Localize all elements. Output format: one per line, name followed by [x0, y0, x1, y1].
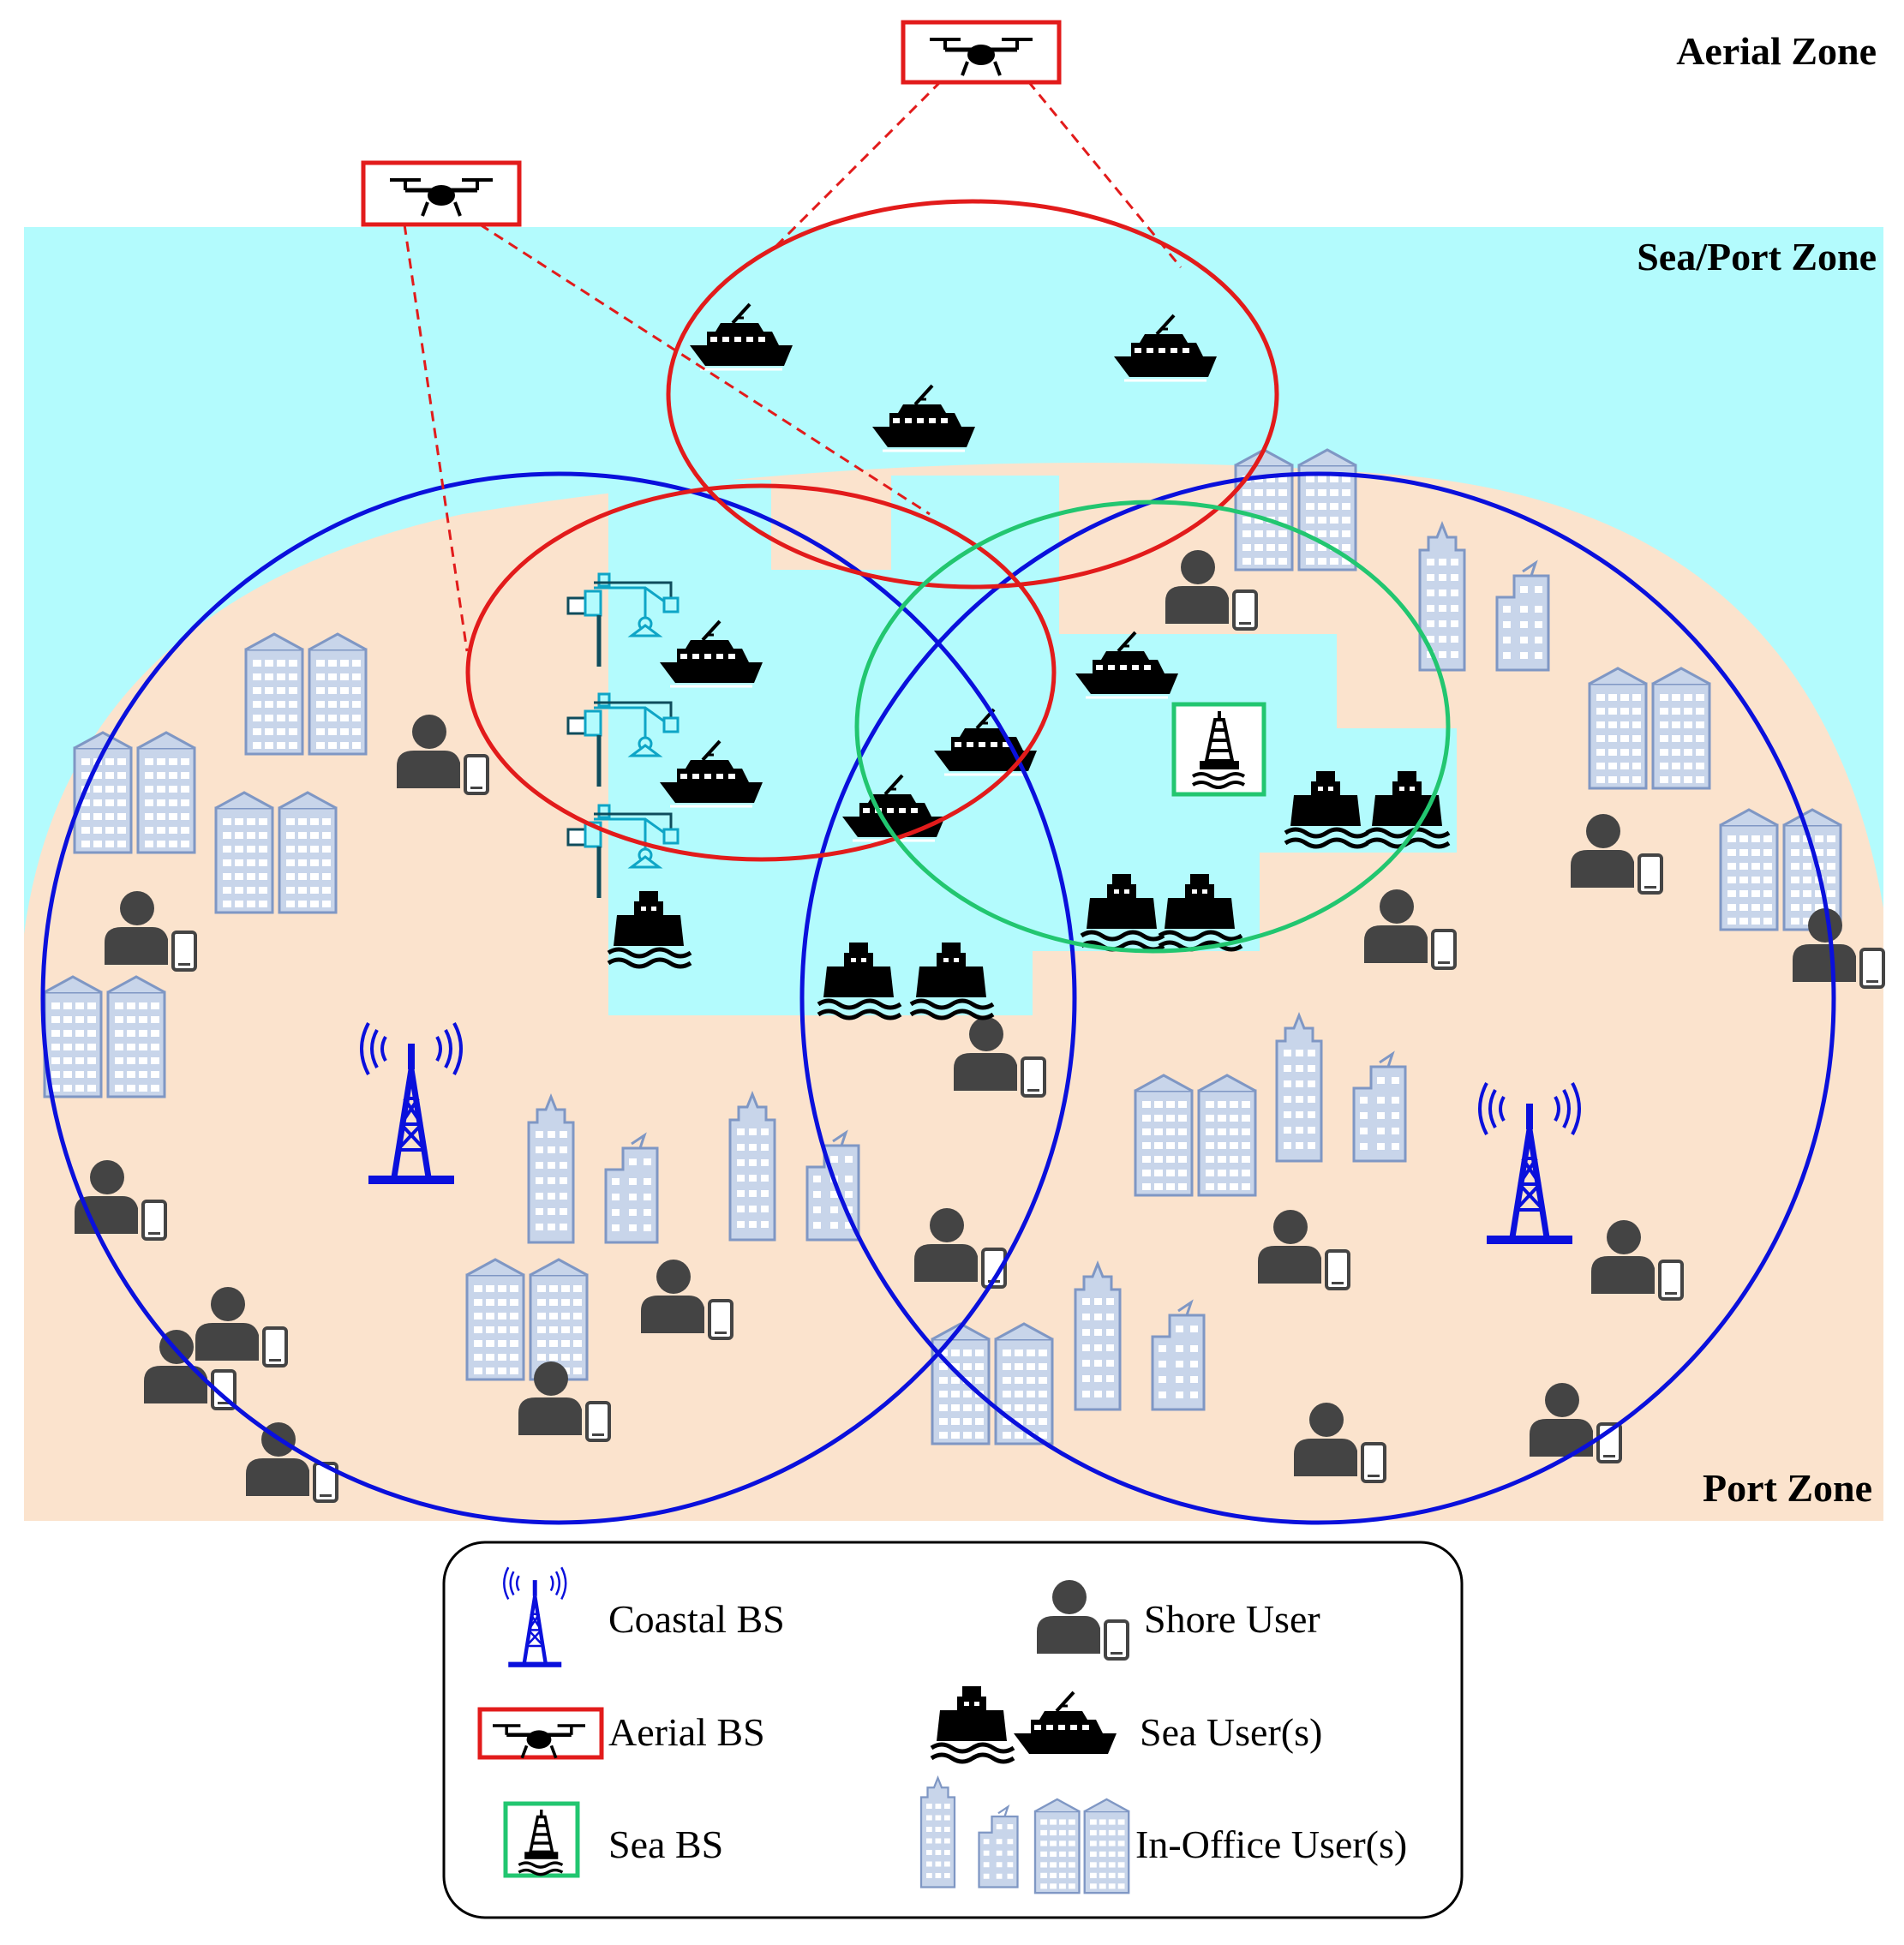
legend-sea-bs: Sea BS — [608, 1822, 723, 1866]
aerial-bs-coverage-top — [666, 199, 1279, 589]
legend-aerial-bs-swatch — [477, 1707, 604, 1758]
coastal-bs-coverage-left — [40, 471, 1077, 1525]
legend-in-office-users: In-Office User(s) — [1135, 1822, 1407, 1866]
aerial-bs-left — [361, 160, 522, 227]
aerial-bs-coverage-left — [465, 483, 1057, 862]
sea-bs — [1171, 702, 1266, 797]
aerial-projection-lines — [403, 80, 1183, 652]
legend-aerial-bs: Aerial BS — [608, 1710, 765, 1754]
legend: Coastal BS Aerial BS Sea BS Shore User S… — [442, 1541, 1464, 1919]
aerial-zone-label: Aerial Zone — [1676, 29, 1877, 73]
legend-shore-user: Shore User — [1144, 1597, 1320, 1641]
coastal-bs-coverage-right — [799, 471, 1836, 1525]
sea-bs-coverage — [854, 500, 1451, 954]
legend-sea-bs-swatch — [503, 1801, 580, 1878]
aerial-bs-top — [901, 20, 1062, 85]
legend-sea-users: Sea User(s) — [1140, 1710, 1322, 1754]
legend-coastal-bs: Coastal BS — [608, 1597, 785, 1641]
sea-port-zone-label: Sea/Port Zone — [1637, 235, 1877, 278]
port-zone-label: Port Zone — [1703, 1466, 1872, 1510]
